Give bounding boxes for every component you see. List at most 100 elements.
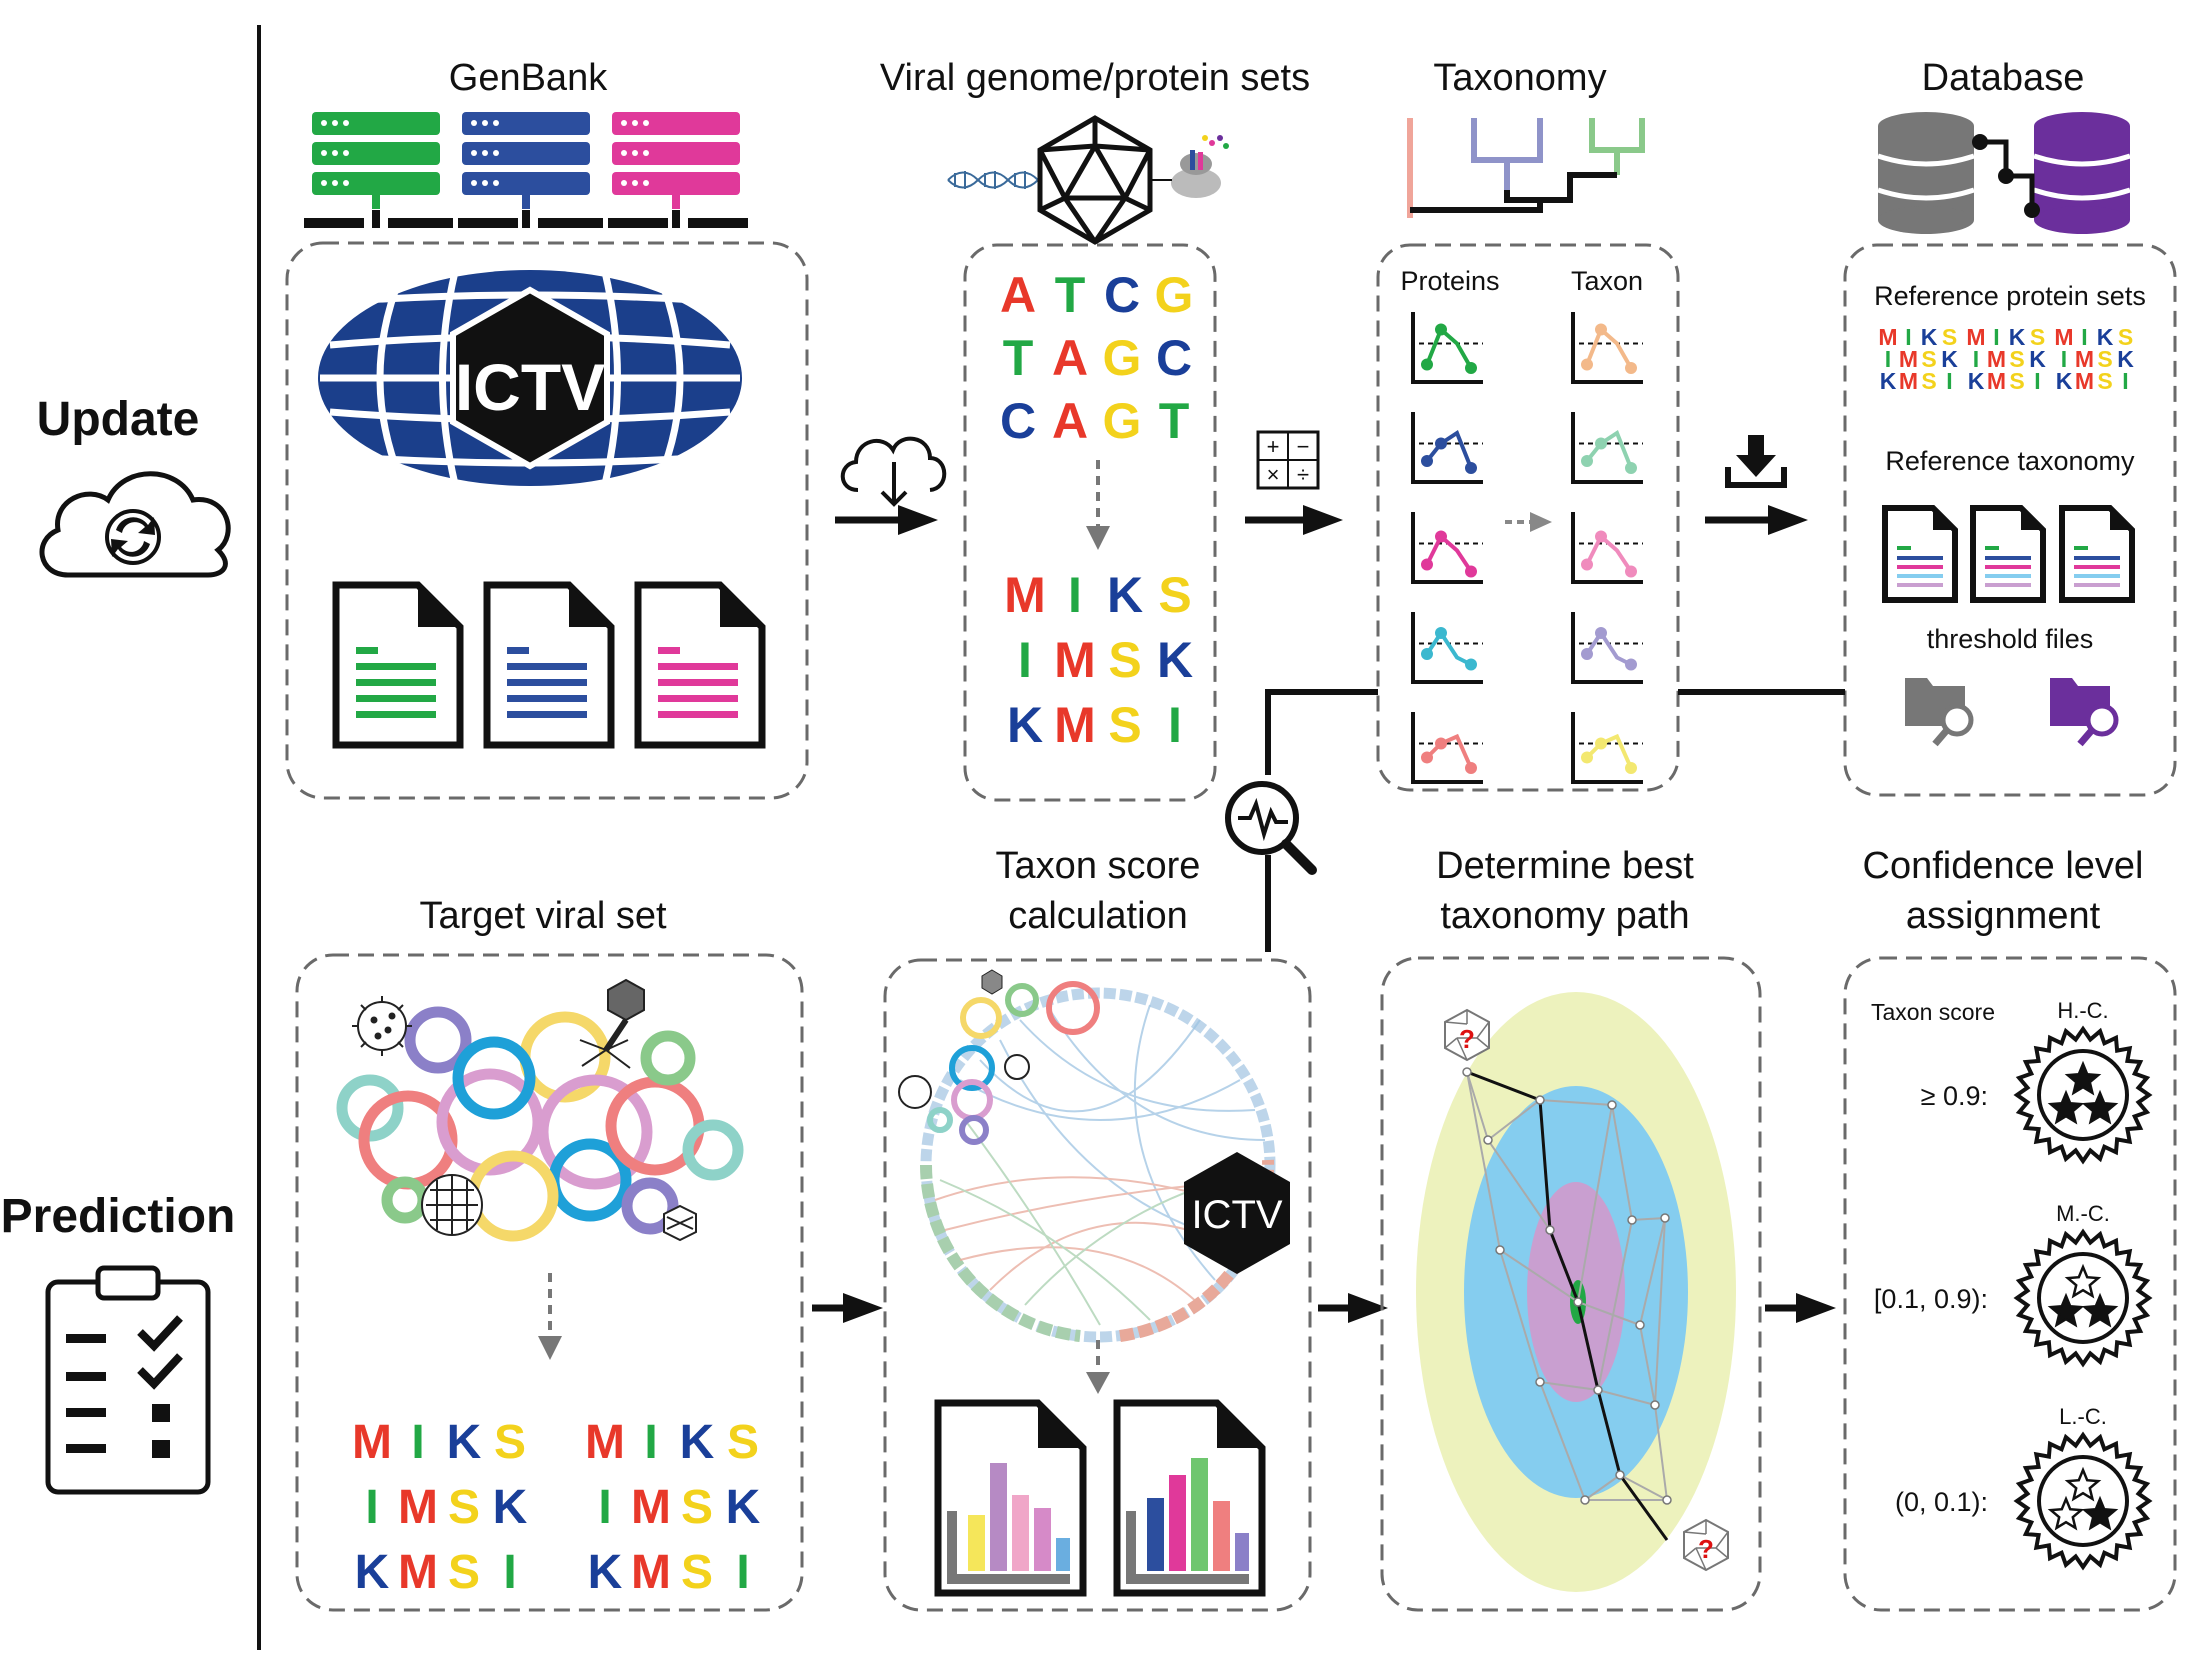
calculator-icon: + − × ÷ bbox=[1256, 430, 1320, 490]
best-path-title-2: taxonomy path bbox=[1440, 895, 1689, 937]
plot-point bbox=[1421, 648, 1433, 660]
plot-point bbox=[1465, 462, 1477, 474]
plot-point bbox=[1435, 323, 1447, 336]
plot-point bbox=[1421, 558, 1433, 571]
sequence-letter: M bbox=[2075, 368, 2094, 394]
ictv-hexagon-text: ICTV bbox=[1191, 1193, 1282, 1237]
plot-axes bbox=[1571, 512, 1643, 584]
flow-arrow-taxonomy-to-database bbox=[1705, 505, 1808, 535]
taxonomy-rank-ellipses bbox=[1416, 992, 1736, 1592]
sequence-letter: M bbox=[1878, 324, 1897, 350]
sequence-letter: S bbox=[2030, 324, 2045, 350]
badge-ring bbox=[2037, 1049, 2129, 1141]
confidence-level-label: H.-C. bbox=[2057, 998, 2108, 1023]
sequence-letter: M bbox=[1987, 346, 2006, 372]
sequence-letter: G bbox=[1103, 330, 1142, 386]
plot-line bbox=[1585, 326, 1633, 369]
sequence-letter: M bbox=[398, 1481, 438, 1534]
sequence-letter: M bbox=[2054, 324, 2073, 350]
plot-line bbox=[1585, 533, 1633, 573]
flow-arrow-path-to-confidence bbox=[1765, 1293, 1836, 1323]
dna-helix-icon bbox=[947, 171, 1039, 189]
sequence-letter: S bbox=[1921, 368, 1936, 394]
sequence-letter: I bbox=[503, 1546, 516, 1599]
sequence-letter: M bbox=[1899, 368, 1918, 394]
confidence-level-label: M.-C. bbox=[2056, 1201, 2110, 1226]
cloud-sync-icon bbox=[39, 471, 231, 578]
ictv-logo-text: ICTV bbox=[455, 350, 605, 424]
unknown-virus-end-icon: ? bbox=[1683, 1518, 1729, 1572]
sequence-letter: M bbox=[2075, 346, 2094, 372]
sequence-letter: M bbox=[1004, 567, 1046, 623]
plot-point bbox=[1595, 737, 1607, 750]
confidence-title-1: Confidence level bbox=[1863, 845, 2144, 887]
sequence-letter: I bbox=[1905, 324, 1911, 350]
filled-star-icon bbox=[2064, 1060, 2102, 1096]
translate-arrow bbox=[1086, 460, 1110, 550]
ref-taxonomy-document-icons bbox=[1882, 505, 2135, 603]
virus-particle-icons bbox=[352, 978, 697, 1242]
gray-folder-search-icon bbox=[1905, 678, 1974, 747]
plot-point bbox=[1581, 455, 1593, 467]
target-set-title: Target viral set bbox=[419, 895, 667, 937]
score-down-arrow bbox=[1086, 1340, 1110, 1394]
plot-point bbox=[1581, 358, 1593, 371]
sequence-letter: C bbox=[1104, 267, 1140, 323]
plot-axes bbox=[1411, 612, 1483, 684]
sequence-letter: M bbox=[1054, 632, 1096, 688]
svg-text:?: ? bbox=[1698, 1534, 1714, 1564]
sequence-letter: C bbox=[1000, 393, 1036, 449]
sequence-letter: I bbox=[736, 1546, 749, 1599]
sequence-letter: M bbox=[631, 1546, 671, 1599]
sequence-letter: K bbox=[447, 1416, 482, 1469]
plot-point bbox=[1625, 565, 1637, 578]
genbank-title: GenBank bbox=[449, 57, 608, 99]
sequence-letter: S bbox=[448, 1481, 480, 1534]
sequence-letter: K bbox=[680, 1416, 715, 1469]
taxonomy-title: Taxonomy bbox=[1433, 57, 1606, 99]
plot-axes bbox=[1411, 412, 1483, 484]
filled-star-icon bbox=[2081, 1495, 2119, 1531]
plot-line bbox=[1425, 429, 1473, 469]
sequence-letter: S bbox=[681, 1546, 713, 1599]
sequence-letter: I bbox=[644, 1416, 657, 1469]
plot-point bbox=[1595, 627, 1607, 639]
filled-star-icon bbox=[2081, 1089, 2119, 1125]
filled-star-icon bbox=[2047, 1292, 2085, 1328]
sequence-letter: C bbox=[1156, 330, 1192, 386]
proteins-column-label: Proteins bbox=[1400, 266, 1499, 296]
sequence-letter: I bbox=[411, 1416, 424, 1469]
download-tray-icon bbox=[1725, 435, 1787, 488]
unknown-virus-start-icon: ? bbox=[1444, 1008, 1490, 1062]
sequence-letter: I bbox=[1068, 567, 1082, 623]
confidence-range: (0, 0.1): bbox=[1895, 1487, 1988, 1517]
sequence-letter: S bbox=[681, 1481, 713, 1534]
sequence-letter: S bbox=[1108, 632, 1141, 688]
sequence-letter: M bbox=[1054, 697, 1096, 753]
confidence-range: [0.1, 0.9): bbox=[1874, 1284, 1988, 1314]
empty-star-icon bbox=[2064, 1466, 2102, 1502]
sequence-letter: K bbox=[2056, 368, 2073, 394]
taxon-score-title-1: Taxon score bbox=[996, 845, 1201, 887]
plot-line bbox=[1585, 429, 1633, 469]
plot-point bbox=[1581, 648, 1593, 660]
sequence-letter: M bbox=[1899, 346, 1918, 372]
sequence-letter: S bbox=[2009, 346, 2024, 372]
plot-point bbox=[1595, 530, 1607, 543]
sequence-letter: K bbox=[588, 1546, 623, 1599]
plot-point bbox=[1435, 627, 1447, 639]
target-set-panel bbox=[295, 953, 804, 1612]
sequence-letter: I bbox=[1993, 324, 1999, 350]
plot-point bbox=[1581, 558, 1593, 571]
dashed-gray-arrow bbox=[1505, 512, 1552, 532]
plot-point bbox=[1595, 323, 1607, 336]
sequence-letter: S bbox=[448, 1546, 480, 1599]
taxon-score-plots bbox=[1571, 312, 1643, 784]
sequence-letter: I bbox=[598, 1481, 611, 1534]
plot-axes bbox=[1571, 312, 1643, 384]
best-path-panel bbox=[1380, 956, 1762, 1612]
plot-point bbox=[1421, 455, 1433, 467]
sequence-letter: S bbox=[1108, 697, 1141, 753]
database-title: Database bbox=[1922, 57, 2085, 99]
